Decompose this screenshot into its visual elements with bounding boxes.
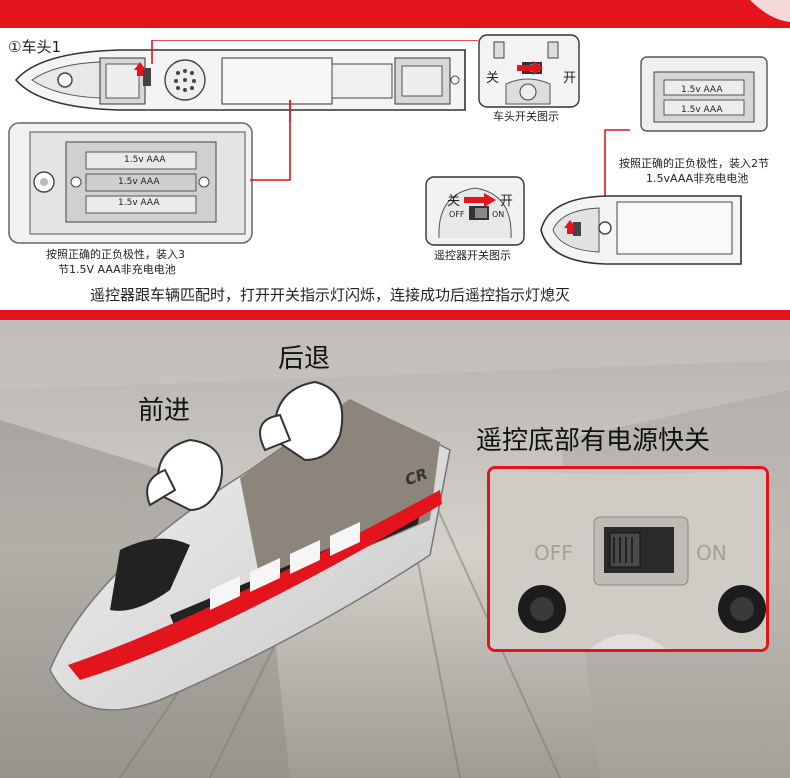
battery-instruction-2-line1: 按照正确的正负极性，装入2节 xyxy=(619,157,769,170)
remote-switch-caption: 遥控器开关图示 xyxy=(434,249,511,262)
switch-on-text: ON xyxy=(696,541,727,565)
remote-switch-off-label: 关 xyxy=(447,194,461,209)
power-switch-label: 遥控底部有电源快关 xyxy=(476,426,711,456)
backward-label: 后退 xyxy=(278,344,331,374)
battery-label-2: 1.5v AAA xyxy=(118,177,160,187)
remote-switch-off-en: OFF xyxy=(449,210,465,219)
battery-label-1: 1.5v AAA xyxy=(124,155,166,165)
top-red-band xyxy=(0,0,790,28)
battery-instruction-3-line1: 按照正确的正负极性，装入3 xyxy=(46,248,185,261)
battery-instruction-3-line2: 节1.5V AAA非充电电池 xyxy=(58,263,176,276)
battery-instruction-2-line2: 1.5vAAA非充电电池 xyxy=(646,172,749,185)
switch-off-text: OFF xyxy=(534,541,573,565)
head-label: ①车头1 xyxy=(8,38,61,56)
head-switch-on-label: 开 xyxy=(563,71,577,86)
train-top-diagram xyxy=(14,40,478,122)
battery-label-5: 1.5v AAA xyxy=(681,105,723,115)
section-divider xyxy=(0,310,790,320)
arrow-right-icon xyxy=(464,193,496,207)
battery-compartment-2 xyxy=(640,56,768,132)
switch-closeup-drawing xyxy=(490,469,766,649)
power-switch-closeup: OFF ON xyxy=(487,466,769,652)
forward-label: 前进 xyxy=(138,396,191,426)
battery-compartment-3 xyxy=(8,122,253,244)
head-switch-off-label: 关 xyxy=(486,71,500,86)
connector-lines xyxy=(250,100,630,210)
battery-label-4: 1.5v AAA xyxy=(681,85,723,95)
head-switch-caption: 车头开关图示 xyxy=(493,110,559,123)
remote-switch-on-label: 开 xyxy=(500,194,514,209)
remote-switch-on-en: ON xyxy=(492,210,505,219)
remote-switch-detail xyxy=(425,176,525,246)
remote-bottom-diagram xyxy=(540,195,742,265)
battery-label-3: 1.5v AAA xyxy=(118,198,160,208)
arrow-right-icon xyxy=(517,61,543,75)
corner-decoration xyxy=(750,0,790,22)
pairing-instruction: 遥控器跟车辆匹配时，打开开关指示灯闪烁，连接成功后遥控指示灯熄灭 xyxy=(90,286,571,304)
